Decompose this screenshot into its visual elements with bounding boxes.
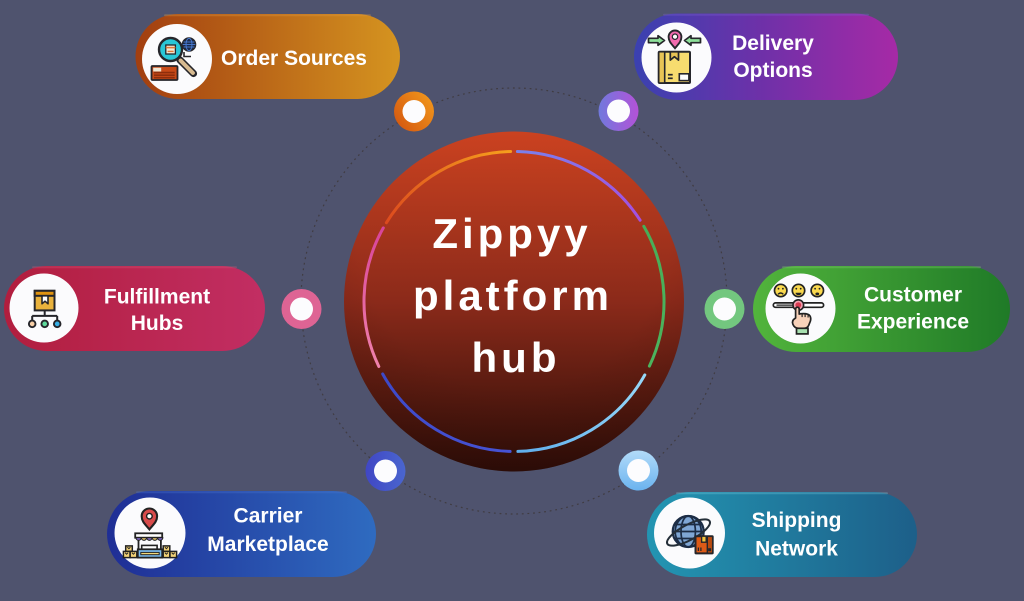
svg-text:Carrier: Carrier — [234, 505, 303, 528]
svg-text:hub: hub — [472, 334, 561, 381]
svg-text:Options: Options — [733, 59, 812, 82]
svg-text:Experience: Experience — [857, 311, 969, 334]
svg-text:platform: platform — [413, 272, 613, 319]
svg-text:Network: Network — [755, 538, 838, 561]
svg-text:Delivery: Delivery — [732, 32, 814, 55]
svg-text:Fulfillment: Fulfillment — [104, 286, 210, 309]
svg-text:Zippyy: Zippyy — [432, 210, 591, 257]
svg-text:Hubs: Hubs — [131, 312, 184, 335]
svg-text:Customer: Customer — [864, 284, 962, 307]
svg-text:Order Sources: Order Sources — [221, 47, 367, 70]
svg-text:Marketplace: Marketplace — [207, 533, 328, 556]
svg-text:Shipping: Shipping — [752, 509, 842, 532]
